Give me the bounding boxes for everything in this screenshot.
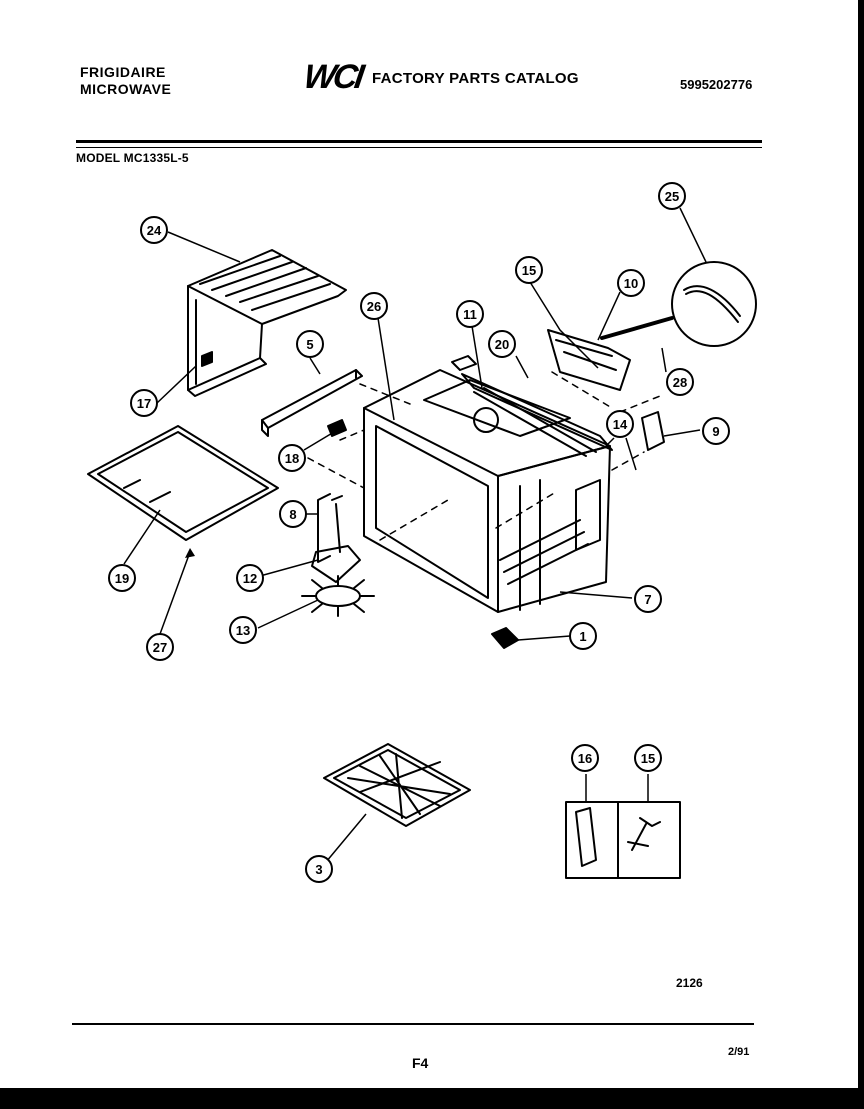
callout-label: 17 (137, 396, 151, 411)
exploded-parts-diagram: 24 17 5 26 11 15 10 25 20 28 14 9 18 19 … (87, 182, 757, 883)
header-rule (76, 140, 762, 143)
callout-label: 9 (712, 424, 719, 439)
callout-label: 25 (665, 189, 679, 204)
callout-label: 5 (306, 337, 313, 352)
model-label: MODEL MC1335L-5 (76, 151, 189, 165)
footer-rule (72, 1023, 754, 1025)
control-panel-part (547, 316, 674, 391)
clip-part (327, 419, 347, 437)
part-number: 5995202776 (680, 77, 753, 92)
header-rule-thin (76, 147, 762, 148)
callout-label: 14 (613, 417, 628, 432)
bracket-part (261, 369, 363, 437)
callout-label: 13 (236, 623, 250, 638)
callout-label: 28 (673, 375, 687, 390)
callout-label: 15 (641, 751, 655, 766)
stirrer-blade-part (311, 545, 361, 583)
callout-label: 20 (495, 337, 509, 352)
callout-label: 24 (147, 223, 162, 238)
diagram-number: 2126 (676, 976, 703, 990)
page-code: F4 (412, 1055, 429, 1071)
brand-name: FRIGIDAIRE (80, 64, 166, 80)
latch-plate-part (641, 411, 665, 451)
cabinet-part (363, 355, 613, 613)
small-switch-part (491, 627, 519, 649)
callout-label: 11 (463, 307, 477, 322)
wire-detail-part (671, 261, 757, 347)
stirrer-shaft-part (317, 493, 343, 563)
stirrer-fan-part (301, 575, 375, 617)
callout-label: 18 (285, 451, 299, 466)
callout-label: 12 (243, 571, 257, 586)
callout-label: 26 (367, 299, 381, 314)
callout-label: 19 (115, 571, 129, 586)
accessory-box (565, 801, 681, 879)
catalog-sheet: FRIGIDAIRE MICROWAVE WCI FACTORY PARTS C… (0, 0, 858, 1088)
callout-label: 10 (624, 276, 638, 291)
date-code: 2/91 (728, 1046, 750, 1058)
callout-label: 1 (579, 629, 586, 644)
part-callouts (108, 182, 730, 883)
top-cover-part (187, 249, 347, 397)
part-callout-labels: 24 17 5 26 11 15 10 25 20 28 14 9 18 19 … (115, 189, 720, 877)
tray-frame-part (87, 425, 279, 541)
callout-label: 16 (578, 751, 592, 766)
callout-label: 15 (522, 263, 536, 278)
callout-label: 7 (644, 592, 651, 607)
callout-label: 3 (315, 862, 322, 877)
catalog-title: FACTORY PARTS CATALOG (372, 70, 579, 87)
product-type: MICROWAVE (80, 81, 172, 97)
callout-label: 27 (153, 640, 167, 655)
callout-label: 8 (289, 507, 296, 522)
turntable-tray-part (323, 743, 471, 827)
